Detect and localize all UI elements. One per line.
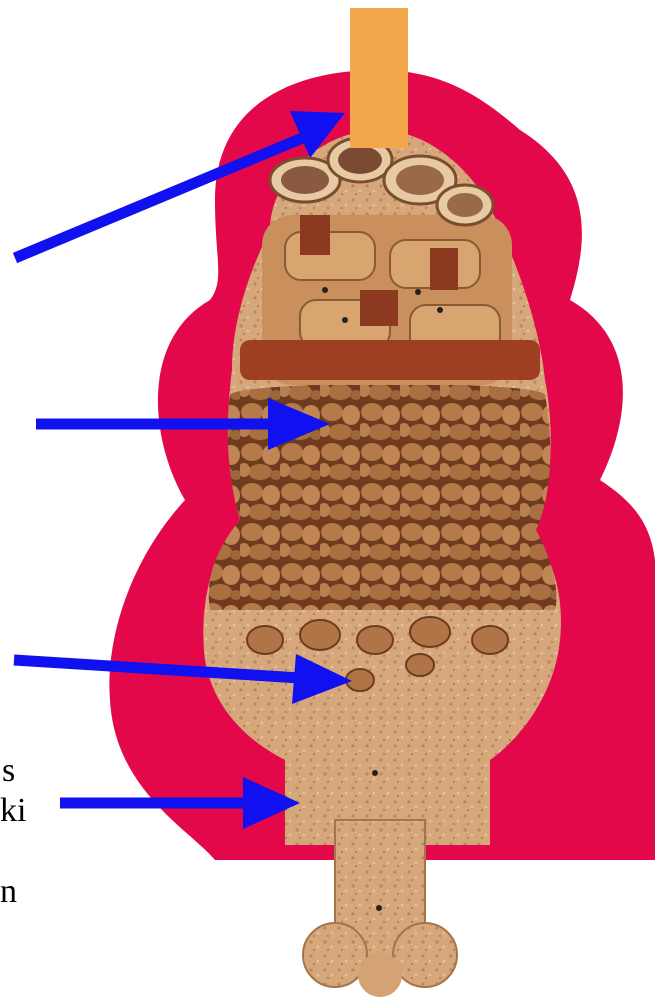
body-dot xyxy=(372,770,378,776)
label-fragment-3: n xyxy=(0,875,17,909)
label-fragment-2: ki xyxy=(0,794,26,828)
treat-layer xyxy=(240,215,540,385)
label-fragment-1: s xyxy=(2,754,15,788)
kibble-layer xyxy=(209,384,557,610)
bone-dot xyxy=(376,905,382,911)
neck-tube xyxy=(350,8,408,148)
